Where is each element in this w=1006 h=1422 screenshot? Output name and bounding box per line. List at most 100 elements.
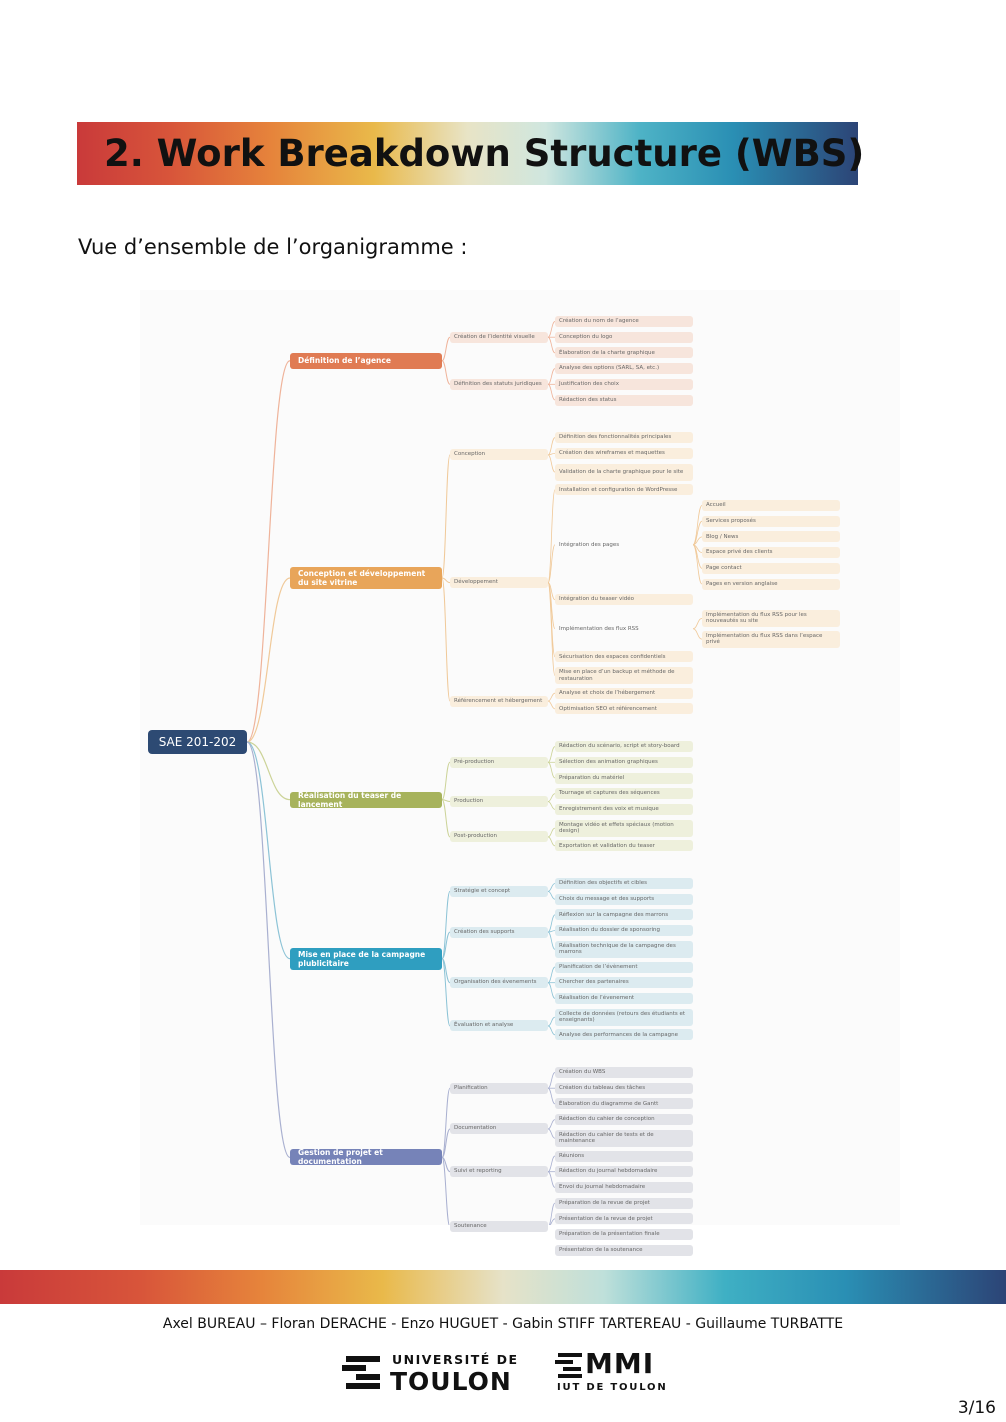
page-number: 3/16: [957, 1398, 996, 1418]
connector-line: [441, 1156, 450, 1225]
connector-line: [246, 741, 291, 1159]
logo-ut-main-text: TOULON: [390, 1367, 512, 1396]
wbs-task-node: Tournage et captures des séquences: [555, 788, 693, 800]
wbs-task-node: Préparation de la présentation finale: [555, 1229, 693, 1240]
wbs-group-node: Suivi et reporting: [450, 1166, 548, 1178]
wbs-task-node: Rédaction du journal hebdomadaire: [555, 1166, 693, 1178]
wbs-task-node: Installation et configuration de WordPre…: [555, 484, 693, 496]
connector-line: [692, 618, 703, 630]
connector-line: [441, 799, 451, 838]
connector-line: [547, 931, 556, 950]
connector-line: [547, 914, 556, 933]
wbs-task-node: Présentation de la soutenance: [555, 1244, 693, 1256]
wbs-task-node: Analyse des options (SARL, SA, etc.): [555, 363, 693, 375]
connector-line: [441, 890, 451, 960]
wbs-group-node: Création de l’identité visuelle: [450, 331, 548, 343]
wbs-task-node: Montage vidéo et effets spéciaux (motion…: [555, 819, 693, 837]
connector-line: [548, 1202, 556, 1225]
footer-banner: [0, 1270, 1006, 1304]
connector-line: [547, 746, 556, 763]
wbs-task-node: Conception du logo: [555, 331, 693, 343]
wbs-group-node: Planification: [450, 1082, 548, 1094]
wbs-task-node: Rédaction des status: [555, 394, 693, 406]
wbs-task-node: Création du nom de l’agence: [555, 316, 693, 327]
wbs-group-node: Création des supports: [450, 926, 548, 938]
wbs-group-node: Production: [450, 796, 548, 808]
connector-line: [547, 489, 556, 584]
wbs-task-node: Sécurisation des espaces confidentiels: [555, 651, 693, 663]
wbs-subtask-node: Blog / News: [702, 531, 840, 543]
wbs-task-node: Réalisation de l’évenement: [555, 992, 693, 1004]
connector-line: [547, 336, 556, 354]
connector-line: [692, 544, 703, 585]
universite-toulon-mark-icon: [342, 1356, 380, 1389]
wbs-task-node: Création des wireframes et maquettes: [555, 447, 693, 459]
wbs-task-node: Mise en place d’un backup et méthode de …: [555, 667, 693, 684]
wbs-group-node: Soutenance: [450, 1221, 548, 1233]
wbs-task-node: Présentation de la revue de projet: [555, 1213, 693, 1225]
wbs-branch-node-mise-en-place-de-la-campagne-plublicitai: Mise en place de la campagne plublicitai…: [290, 947, 442, 970]
connector-line: [441, 799, 451, 803]
wbs-subtask-node: Accueil: [702, 500, 840, 511]
connector-line: [547, 793, 556, 802]
connector-line: [547, 368, 556, 385]
wbs-task-node: Élaboration de la charte graphique: [555, 347, 693, 359]
connector-line: [441, 360, 451, 385]
connector-line: [547, 437, 556, 456]
connector-line: [547, 761, 556, 779]
connector-line: [441, 577, 451, 584]
wbs-subtask-node: Page contact: [702, 562, 840, 574]
wbs-task-node: Justification des choix: [555, 378, 693, 390]
connector-line: [441, 761, 451, 801]
connector-line: [692, 520, 703, 546]
wbs-task-node: Définition des fonctionnalités principal…: [555, 432, 693, 444]
mmi-mark-icon: [555, 1353, 582, 1378]
wbs-task-node: Analyse et choix de l’hébergement: [555, 687, 693, 699]
wbs-branch-node-conception-et-developpement-du-site-vitr: Conception et développement du site vitr…: [290, 566, 442, 589]
wbs-subtask-node: Implémentation du flux RSS pour les nouv…: [702, 609, 840, 627]
connector-line: [246, 741, 291, 960]
logo-ut-top-text: UNIVERSITÉ DE: [392, 1352, 519, 1367]
connector-line: [547, 836, 556, 847]
wbs-group-node: Organisation des évenements: [450, 977, 548, 989]
connector-line: [441, 931, 451, 960]
wbs-subtask-node: Services proposés: [702, 515, 840, 527]
wbs-task-node: Réalisation technique de la campagne des…: [555, 940, 693, 958]
universite-toulon-logo: UNIVERSITÉ DE TOULON: [342, 1352, 527, 1397]
connector-line: [547, 1016, 556, 1027]
wbs-task-node: Création du tableau des tâches: [555, 1082, 693, 1094]
logo-mmi-main-text: MMI: [585, 1347, 655, 1380]
connector-line: [547, 454, 556, 473]
wbs-branch-node-gestion-de-projet-et-documentation: Gestion de projet et documentation: [290, 1148, 442, 1166]
wbs-task-node: Réunions: [555, 1150, 693, 1162]
wbs-task-node: Réalisation du dossier de sponsoring: [555, 925, 693, 937]
connector-line: [441, 577, 451, 702]
connector-line: [246, 577, 291, 743]
connector-line: [441, 1128, 451, 1158]
wbs-task-node: Enregistrement des voix et musique: [555, 803, 693, 815]
connector-line: [547, 1119, 556, 1130]
wbs-task-node: Envoi du journal hebdomadaire: [555, 1181, 693, 1193]
wbs-branch-node-realisation-du-teaser-de-lancement: Réalisation du teaser de lancement: [290, 791, 442, 809]
wbs-task-node: Rédaction du cahier de conception: [555, 1114, 693, 1126]
title-banner: [77, 122, 858, 185]
wbs-group-node: Documentation: [450, 1123, 548, 1135]
wbs-group-node: Développement: [450, 577, 548, 589]
wbs-subtask-node: Implémentation du flux RSS dans l’espace…: [702, 630, 840, 648]
connector-line: [549, 1218, 556, 1225]
connector-line: [547, 692, 556, 702]
wbs-task-node: Élaboration du diagramme de Gantt: [555, 1098, 693, 1110]
connector-line: [547, 582, 556, 676]
connector-line: [547, 827, 556, 838]
connector-line: [547, 700, 556, 710]
authors-line: Axel BUREAU – Floran DERACHE - Enzo HUGU…: [162, 1316, 844, 1332]
wbs-task-node: Optimisation SEO et référencement: [555, 703, 693, 715]
connector-line: [547, 544, 556, 584]
wbs-task-node: Choix du message et des supports: [555, 893, 693, 905]
connector-line: [547, 982, 556, 999]
wbs-task-node: Analyse des performances de la campagne: [555, 1029, 693, 1041]
connector-line: [547, 1128, 556, 1139]
connector-line: [547, 1171, 556, 1188]
wbs-connectors: [246, 321, 703, 1225]
